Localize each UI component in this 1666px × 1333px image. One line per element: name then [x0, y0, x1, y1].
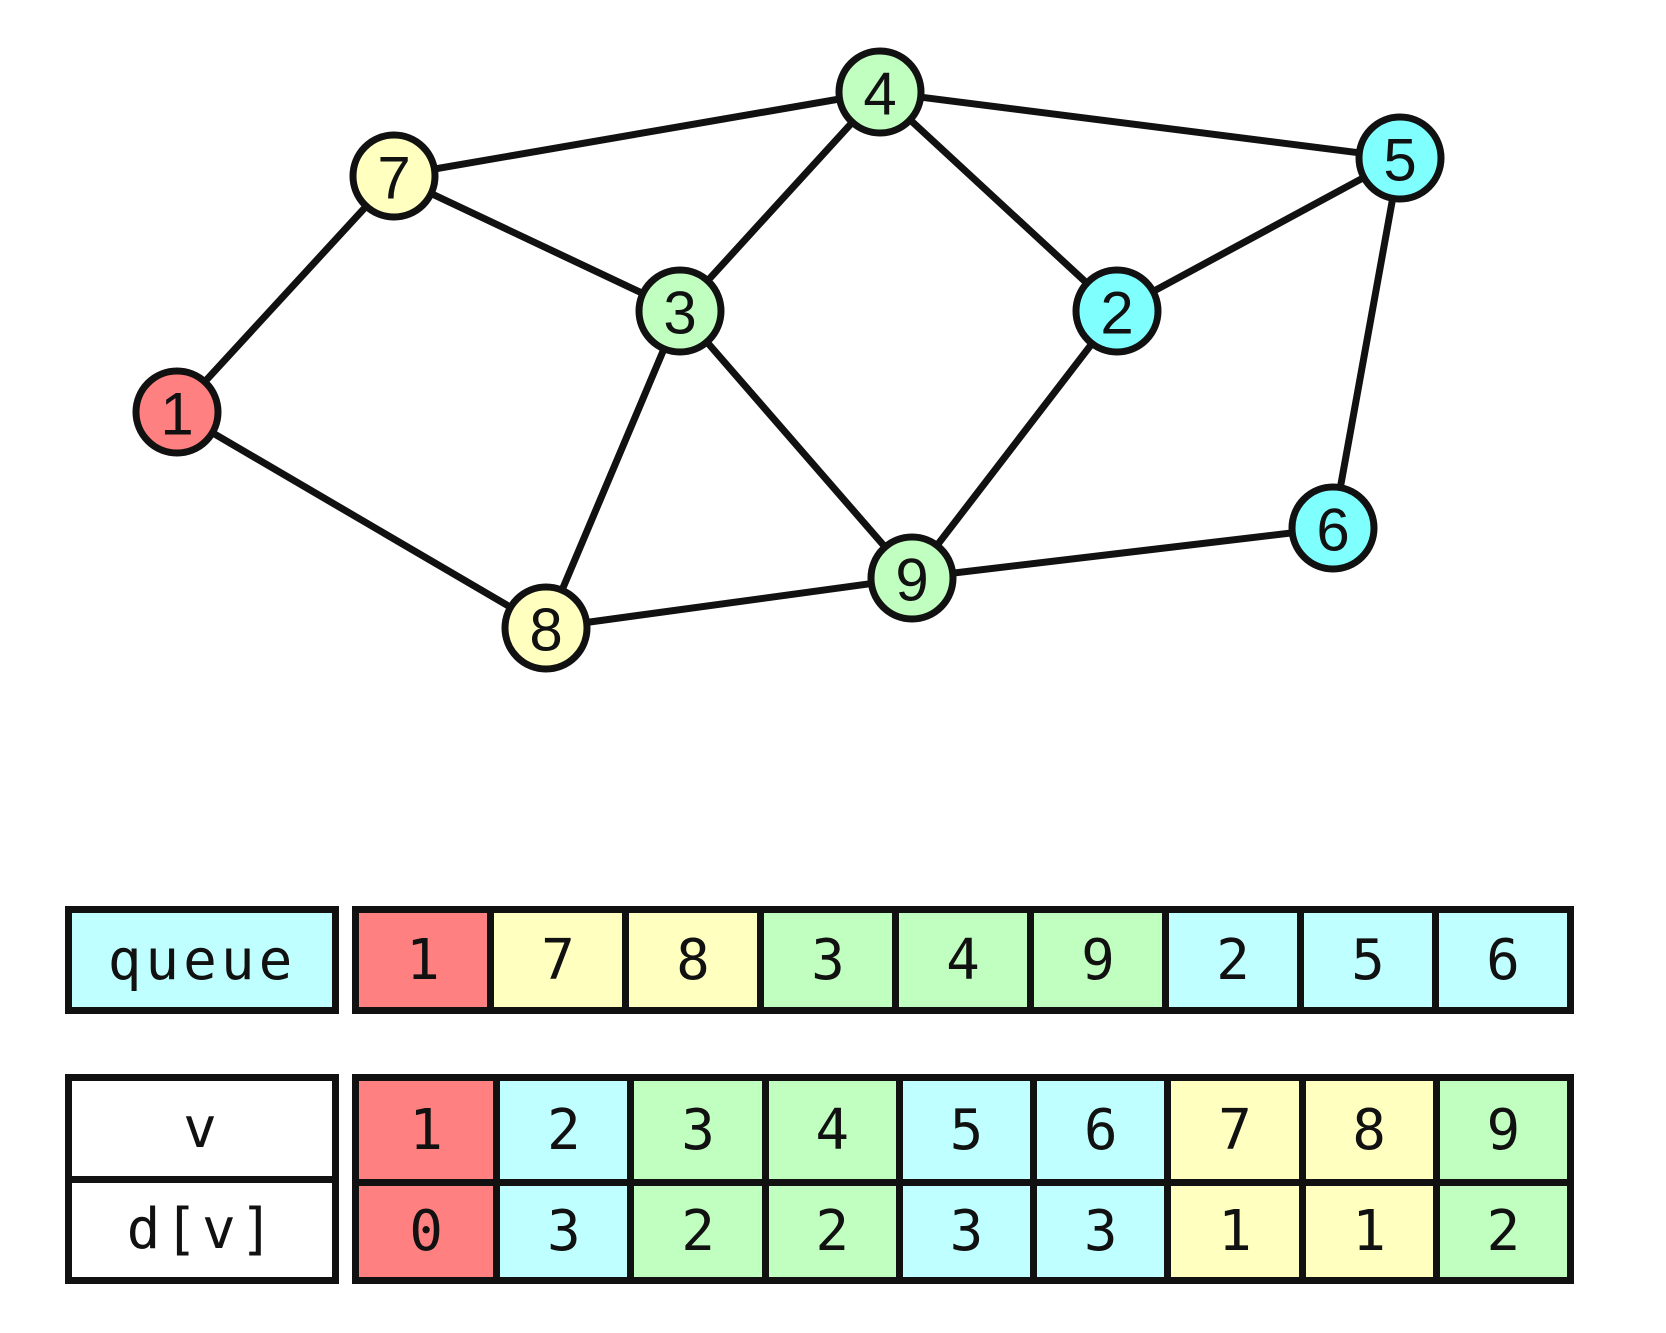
vertex-cell: 8 [1298, 1081, 1433, 1179]
node-circle-3 [635, 266, 725, 356]
node-9: 9 [867, 533, 957, 623]
edge-2-5 [1113, 154, 1404, 315]
distance-cell: 3 [1030, 1179, 1165, 1277]
queue-cell: 3 [757, 913, 892, 1007]
edge-1-7 [173, 172, 398, 416]
edge-8-9 [542, 574, 916, 632]
queue-cell: 1 [359, 913, 487, 1007]
queue-cell: 6 [1432, 913, 1567, 1007]
node-2: 2 [1072, 266, 1162, 356]
node-4: 4 [835, 47, 925, 137]
node-label-8: 8 [529, 597, 562, 664]
node-3: 3 [635, 266, 725, 356]
distance-cell: 1 [1298, 1179, 1433, 1277]
distance-cell: 2 [1432, 1179, 1567, 1277]
node-label-9: 9 [895, 547, 928, 614]
node-circle-4 [835, 47, 925, 137]
node-label-6: 6 [1316, 497, 1349, 564]
dist-table-labels: v d[v] [65, 1074, 339, 1284]
edge-4-3 [676, 88, 884, 315]
distance-cell: 1 [1164, 1179, 1299, 1277]
vertex-cell: 7 [1164, 1081, 1299, 1179]
distance-cell: 2 [627, 1179, 762, 1277]
node-label-7: 7 [377, 145, 410, 212]
node-circle-1 [132, 367, 222, 457]
vertex-cell: 1 [359, 1081, 494, 1179]
edge-3-9 [676, 307, 916, 582]
queue-cell: 2 [1162, 913, 1297, 1007]
node-1: 1 [132, 367, 222, 457]
edge-2-9 [908, 307, 1121, 582]
queue-label: queue [65, 906, 339, 1014]
node-circle-6 [1288, 483, 1378, 573]
node-circle-5 [1355, 113, 1445, 203]
row-label-v: v [72, 1081, 332, 1176]
edge-9-6 [908, 524, 1337, 582]
edge-7-4 [390, 88, 884, 180]
node-circle-2 [1072, 266, 1162, 356]
edge-3-8 [542, 307, 684, 632]
node-5: 5 [1355, 113, 1445, 203]
node-label-5: 5 [1383, 127, 1416, 194]
queue-cell: 9 [1027, 913, 1162, 1007]
graph-diagram: 1 2 3 4 5 6 7 8 9 [132, 47, 1445, 673]
node-6: 6 [1288, 483, 1378, 573]
vertex-cell: 3 [627, 1081, 762, 1179]
node-label-1: 1 [160, 381, 193, 448]
edge-4-2 [876, 88, 1121, 315]
edge-4-5 [876, 88, 1404, 162]
edge-7-3 [390, 172, 684, 315]
distance-cell: 3 [493, 1179, 628, 1277]
vertex-cell: 5 [895, 1081, 1031, 1179]
vertex-cell: 2 [493, 1081, 628, 1179]
vertex-cell: 6 [1030, 1081, 1165, 1179]
node-7: 7 [349, 131, 439, 221]
distance-cell: 2 [761, 1179, 896, 1277]
distance-cell: 0 [359, 1179, 494, 1277]
queue-cell: 7 [487, 913, 622, 1007]
graph-edges [173, 88, 1404, 632]
queue-cell: 4 [892, 913, 1027, 1007]
node-label-3: 3 [663, 280, 696, 347]
node-circle-8 [501, 583, 591, 673]
node-8: 8 [501, 583, 591, 673]
queue-cell: 8 [622, 913, 757, 1007]
node-label-2: 2 [1100, 280, 1133, 347]
graph-nodes: 1 2 3 4 5 6 7 8 9 [132, 47, 1445, 673]
node-label-4: 4 [863, 61, 896, 128]
distance-cell: 3 [895, 1179, 1031, 1277]
edge-5-6 [1329, 154, 1404, 532]
edge-1-8 [173, 408, 550, 632]
node-circle-9 [867, 533, 957, 623]
queue-cell: 5 [1297, 913, 1432, 1007]
row-label-d: d[v] [72, 1175, 332, 1277]
vertex-cell: 9 [1432, 1081, 1567, 1179]
vertex-cell: 4 [761, 1081, 896, 1179]
node-circle-7 [349, 131, 439, 221]
